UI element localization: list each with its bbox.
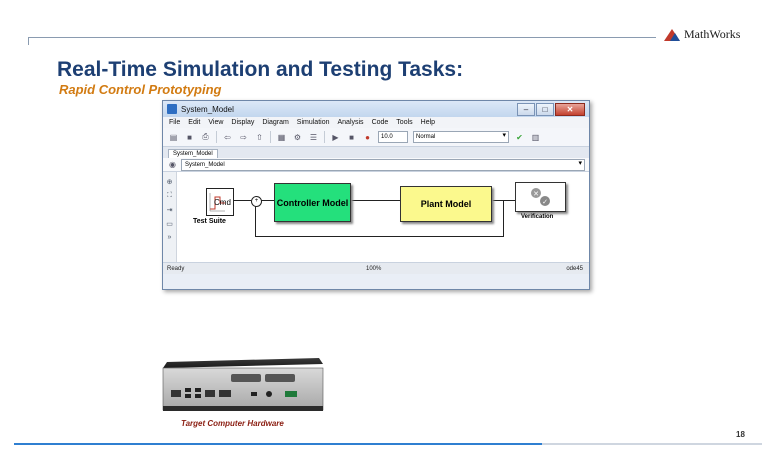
target-computer-image (162, 358, 324, 411)
menu-edit[interactable]: Edit (188, 119, 201, 126)
tab-bar: System_Model (163, 147, 589, 158)
window-title: System_Model (181, 104, 234, 114)
stop-time-input[interactable]: 10.0 (378, 131, 408, 143)
build-icon[interactable]: ▥ (531, 132, 540, 142)
menu-diagram[interactable]: Diagram (262, 119, 289, 126)
test-suite-label: Test Suite (193, 218, 226, 225)
status-zoom: 100% (366, 265, 382, 272)
close-button[interactable]: ✕ (555, 103, 585, 116)
toolbar-separator (324, 131, 325, 143)
new-model-icon[interactable]: ▤ (169, 132, 178, 142)
mathworks-logo-icon (664, 28, 680, 41)
cmd-port-label: Cmd (214, 198, 231, 207)
footer-rule (14, 443, 542, 445)
maximize-button[interactable]: □ (536, 103, 554, 116)
verification-label: Verification (521, 214, 554, 220)
tab-system-model[interactable]: System_Model (168, 149, 218, 158)
status-bar: Ready 100% ode45 (163, 262, 589, 274)
hardware-caption: Target Computer Hardware (181, 419, 284, 428)
toolbar: ▤ ■ ⎙ ⇦ ⇨ ⇧ ▦ ⚙ ☰ ▶ ■ ● 10.0 Normal ✔ ▥ (163, 128, 589, 147)
window-titlebar[interactable]: System_Model – □ ✕ (163, 101, 589, 117)
model-advisor-icon[interactable]: ✔ (516, 132, 523, 142)
menu-help[interactable]: Help (420, 119, 436, 126)
model-path-field[interactable]: System_Model (181, 158, 585, 171)
menu-display[interactable]: Display (231, 119, 255, 126)
menu-code[interactable]: Code (371, 119, 389, 126)
plant-model-block[interactable]: Plant Model (400, 186, 492, 222)
simulation-mode-select[interactable]: Normal (413, 131, 509, 143)
feedback-wire-bottom (255, 236, 504, 237)
expand-icon[interactable]: » (167, 234, 172, 241)
minimize-button[interactable]: – (517, 103, 535, 116)
slide-title: Real-Time Simulation and Testing Tasks: (57, 58, 464, 81)
controller-to-plant-wire (350, 200, 400, 201)
address-bar: ◉ System_Model (163, 158, 589, 172)
menu-simulation[interactable]: Simulation (296, 119, 330, 126)
toolbar-separator (216, 131, 217, 143)
verification-block[interactable]: ✕ ✓ (515, 182, 566, 212)
slide-subtitle: Rapid Control Prototyping (59, 82, 222, 97)
status-solver: ode45 (566, 265, 583, 272)
zoom-icon[interactable]: ⊕ (166, 179, 173, 186)
footer-rule-gray (542, 443, 762, 445)
menu-analysis[interactable]: Analysis (337, 119, 364, 126)
controller-model-block[interactable]: Controller Model (274, 183, 351, 222)
signal-builder-icon (209, 193, 225, 212)
sum-to-controller-wire (261, 200, 274, 201)
menu-bar: File Edit View Display Diagram Simulatio… (163, 117, 589, 128)
menu-file[interactable]: File (169, 119, 181, 126)
print-icon[interactable]: ⎙ (202, 132, 209, 141)
forward-icon[interactable]: ⇨ (240, 132, 247, 142)
brand-logo: MathWorks (664, 27, 740, 42)
svg-text:✕: ✕ (533, 190, 539, 198)
status-ready: Ready (167, 265, 185, 272)
run-icon[interactable]: ▶ (332, 132, 339, 142)
simulink-app-icon (167, 104, 177, 114)
annotation-icon[interactable]: ▭ (166, 221, 173, 228)
header-rule-tick (28, 37, 29, 45)
header-rule (28, 37, 656, 38)
stop-icon[interactable]: ■ (349, 132, 354, 142)
back-icon[interactable]: ⇦ (224, 132, 231, 142)
toolbar-separator (270, 131, 271, 143)
page-number: 18 (736, 430, 745, 439)
feedback-wire-left (255, 206, 256, 236)
cmd-to-sum-wire (233, 200, 251, 201)
menu-tools[interactable]: Tools (396, 119, 413, 126)
arrow-icon[interactable]: ⇥ (166, 207, 173, 214)
save-icon[interactable]: ■ (187, 132, 192, 142)
hide-browser-icon[interactable]: ◉ (169, 160, 176, 169)
test-suite-block[interactable] (206, 188, 234, 216)
model-explorer-icon[interactable]: ☰ (309, 132, 318, 142)
window-controls: – □ ✕ (517, 103, 585, 116)
model-settings-icon[interactable]: ⚙ (293, 132, 302, 142)
svg-text:✓: ✓ (542, 198, 548, 206)
model-canvas[interactable]: ⊕ ⛶ ⇥ ▭ » Cmd Test Suite + Controller Mo… (163, 172, 589, 262)
up-icon[interactable]: ⇧ (256, 132, 263, 142)
record-icon[interactable]: ● (365, 132, 370, 142)
fit-view-icon[interactable]: ⛶ (167, 192, 172, 199)
menu-view[interactable]: View (208, 119, 224, 126)
brand-name: MathWorks (684, 27, 741, 41)
sum-block[interactable]: + (251, 196, 262, 207)
palette-toolbar: ⊕ ⛶ ⇥ ▭ » (163, 172, 177, 262)
feedback-wire-right (503, 200, 504, 236)
verification-icon: ✕ ✓ (531, 188, 550, 206)
simulink-window: System_Model – □ ✕ File Edit View Displa… (162, 100, 590, 290)
library-browser-icon[interactable]: ▦ (277, 132, 286, 142)
